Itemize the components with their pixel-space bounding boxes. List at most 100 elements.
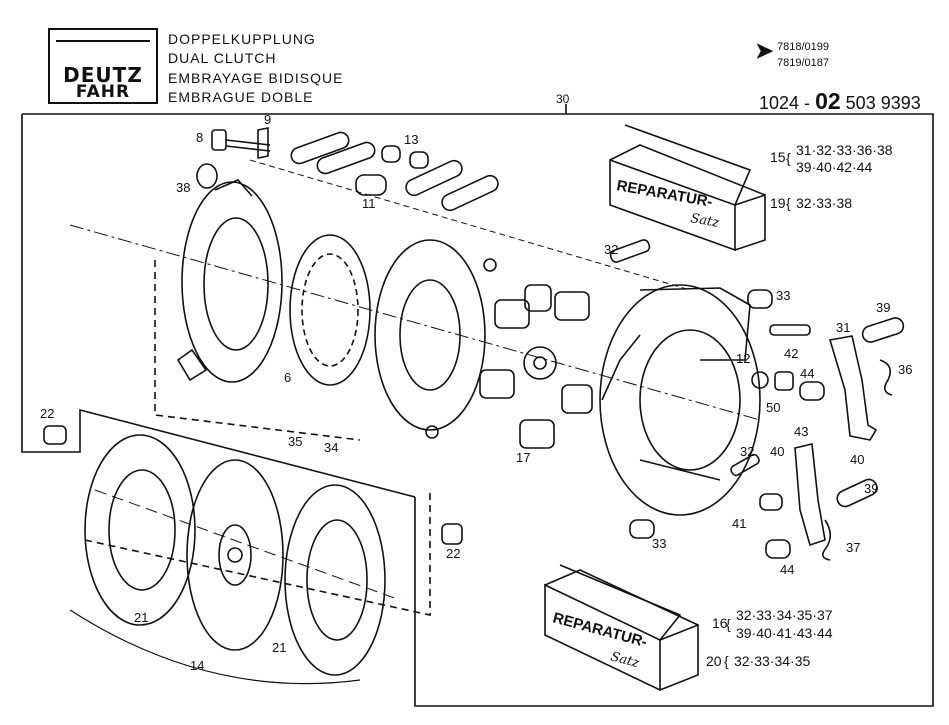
kit-20-number: 20 bbox=[706, 653, 722, 669]
part-number-bold: 02 bbox=[815, 88, 841, 114]
link-plate-4 bbox=[441, 174, 499, 212]
clip-9 bbox=[257, 127, 269, 159]
brace-16: { bbox=[726, 616, 731, 632]
kit-box-bottom-sublabel: Satz bbox=[609, 649, 641, 671]
pin-13a bbox=[381, 145, 401, 163]
part-number-suffix: 503 9393 bbox=[845, 93, 921, 113]
callout-21a: 21 bbox=[134, 610, 148, 625]
callout-22a: 22 bbox=[40, 406, 54, 421]
callout-9: 9 bbox=[264, 112, 271, 127]
ref-number-1: 7818/0199 bbox=[777, 41, 829, 53]
callout-40a: 40 bbox=[770, 444, 784, 459]
lever-43 bbox=[794, 443, 826, 547]
friction-disc-21-right bbox=[284, 484, 386, 676]
bush-33b bbox=[629, 519, 655, 539]
callout-33b: 33 bbox=[652, 536, 666, 551]
callout-44b: 44 bbox=[780, 562, 794, 577]
title-german: DOPPELKUPPLUNG bbox=[168, 31, 316, 47]
bush-44b bbox=[765, 539, 791, 559]
bush-44a bbox=[799, 381, 825, 401]
screw-32b bbox=[730, 453, 760, 477]
brace-19: { bbox=[786, 195, 791, 211]
logo-line-deutz: DEUTZ bbox=[63, 63, 143, 87]
callout-21b: 21 bbox=[272, 640, 286, 655]
plug-22b bbox=[441, 523, 463, 545]
callout-8: 8 bbox=[196, 130, 203, 145]
pin-39b bbox=[836, 478, 878, 508]
friction-disc-21-left bbox=[84, 434, 196, 626]
arrow-icon: ➤ bbox=[755, 38, 774, 63]
ref-number-2: 7819/0187 bbox=[777, 57, 829, 69]
nut-50 bbox=[774, 371, 794, 391]
kit-15-line1: 31·32·33·36·38 bbox=[796, 142, 893, 158]
part-number-prefix: 1024 - bbox=[759, 93, 811, 113]
link-plate-1 bbox=[290, 131, 350, 165]
callout-35: 35 bbox=[288, 434, 302, 449]
callout-11: 11 bbox=[362, 196, 376, 211]
screw-32a bbox=[609, 239, 651, 263]
pressure-plate bbox=[176, 179, 283, 383]
callout-22b: 22 bbox=[446, 546, 460, 561]
callout-17: 17 bbox=[516, 450, 530, 465]
intermediate-plate bbox=[374, 239, 497, 439]
callout-31: 31 bbox=[836, 320, 850, 335]
callout-38: 38 bbox=[176, 180, 190, 195]
pin-13b bbox=[409, 151, 429, 169]
callout-6: 6 bbox=[284, 370, 291, 385]
kit-16-line1: 32·33·34·35·37 bbox=[736, 607, 833, 623]
logo-line-fahr: FAHR bbox=[75, 82, 131, 102]
callout-34: 34 bbox=[324, 440, 338, 455]
repair-kit-box-bottom bbox=[544, 564, 699, 692]
washer-12 bbox=[751, 371, 769, 389]
callout-50: 50 bbox=[766, 400, 780, 415]
callout-32a: 32 bbox=[604, 242, 618, 257]
kit-box-top-label: REPARATUR- bbox=[615, 177, 713, 211]
kit-16-line2: 39·40·41·43·44 bbox=[736, 625, 833, 641]
kit-15-line2: 39·40·42·44 bbox=[796, 159, 872, 175]
spring-37 bbox=[822, 519, 832, 561]
link-plate-2 bbox=[316, 141, 376, 175]
callout-40b: 40 bbox=[850, 452, 864, 467]
bush-33a bbox=[747, 289, 773, 309]
title-english: DUAL CLUTCH bbox=[168, 50, 277, 66]
screw-42 bbox=[769, 324, 811, 336]
lever-31 bbox=[828, 335, 878, 441]
part-number: 1024 - 02 503 9393 bbox=[759, 88, 921, 115]
callout-32b: 32 bbox=[740, 444, 754, 459]
kit-19-number: 19 bbox=[770, 195, 786, 211]
bush-41 bbox=[759, 493, 783, 511]
callout-14: 14 bbox=[190, 658, 204, 673]
kit-16-number: 16 bbox=[712, 615, 728, 631]
bracket-14-curve bbox=[69, 609, 361, 685]
splined-disc-6 bbox=[289, 234, 371, 386]
callout-43: 43 bbox=[794, 424, 808, 439]
callout-39a: 39 bbox=[876, 300, 890, 315]
deutz-fahr-logo: DEUTZ FAHR bbox=[48, 28, 158, 104]
center-axis bbox=[69, 224, 761, 421]
brace-20: { bbox=[724, 653, 729, 669]
logo-top-bar bbox=[56, 40, 150, 42]
title-spanish: EMBRAGUE DOBLE bbox=[168, 89, 314, 105]
bush-11 bbox=[355, 174, 387, 196]
kit-box-top-sublabel: Satz bbox=[689, 211, 720, 231]
pin-39a bbox=[861, 317, 905, 343]
callout-13: 13 bbox=[404, 132, 418, 147]
kit-15-number: 15 bbox=[770, 149, 786, 165]
callout-41: 41 bbox=[732, 516, 746, 531]
sheet-label: 30 bbox=[556, 92, 570, 106]
spring-36 bbox=[879, 359, 893, 396]
title-french: EMBRAYAGE BIDISQUE bbox=[168, 70, 344, 86]
frame-outline bbox=[21, 104, 934, 707]
callout-33a: 33 bbox=[776, 288, 790, 303]
callout-44a: 44 bbox=[800, 366, 814, 381]
callout-39b: 39 bbox=[864, 481, 878, 496]
repair-kit-box-top bbox=[609, 124, 766, 252]
kit-20-line: 32·33·34·35 bbox=[734, 653, 810, 669]
dashed-group-lines bbox=[84, 260, 431, 616]
callout-37: 37 bbox=[846, 540, 860, 555]
callout-42: 42 bbox=[784, 346, 798, 361]
callout-36: 36 bbox=[898, 362, 912, 377]
brace-15: { bbox=[786, 150, 791, 166]
